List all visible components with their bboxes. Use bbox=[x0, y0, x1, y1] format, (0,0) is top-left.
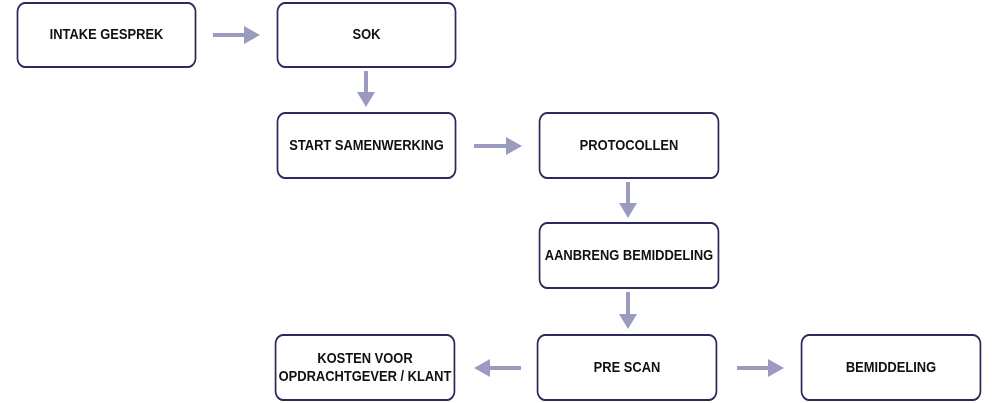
node-bemiddeling: BEMIDDELING bbox=[800, 334, 982, 401]
arrow-sok-to-start bbox=[357, 71, 375, 107]
node-intake-gesprek-label: INTAKE GESPREK bbox=[49, 26, 164, 43]
node-sok-label: SOK bbox=[352, 26, 381, 43]
arrow-prescan-to-kosten bbox=[474, 359, 521, 377]
node-aanbreng-bemiddeling-label: AANBRENG BEMIDDELING bbox=[544, 246, 714, 264]
node-start-samenwerking-label: START SAMENWERKING bbox=[289, 136, 444, 154]
arrow-intake-to-sok bbox=[213, 26, 260, 44]
node-aanbreng-bemiddeling: AANBRENG BEMIDDELING bbox=[538, 222, 720, 289]
node-pre-scan: PRE SCAN bbox=[536, 334, 718, 401]
node-pre-scan-label: PRE SCAN bbox=[593, 358, 661, 376]
arrow-aanbreng-to-prescan bbox=[619, 292, 637, 329]
arrow-start-to-protocollen bbox=[474, 137, 522, 155]
node-protocollen-label: PROTOCOLLEN bbox=[579, 136, 679, 154]
node-sok: SOK bbox=[276, 2, 457, 68]
node-protocollen: PROTOCOLLEN bbox=[538, 112, 720, 179]
node-bemiddeling-label: BEMIDDELING bbox=[845, 358, 937, 376]
arrow-protocollen-to-aanbreng bbox=[619, 182, 637, 218]
node-kosten-voor-opdrachtgever: KOSTEN VOOR OPDRACHTGEVER / KLANT bbox=[274, 334, 456, 401]
node-start-samenwerking: START SAMENWERKING bbox=[276, 112, 457, 179]
node-kosten-voor-opdrachtgever-label: KOSTEN VOOR OPDRACHTGEVER / KLANT bbox=[278, 349, 452, 385]
node-intake-gesprek: INTAKE GESPREK bbox=[16, 2, 197, 68]
arrow-prescan-to-bemiddeling bbox=[737, 359, 784, 377]
